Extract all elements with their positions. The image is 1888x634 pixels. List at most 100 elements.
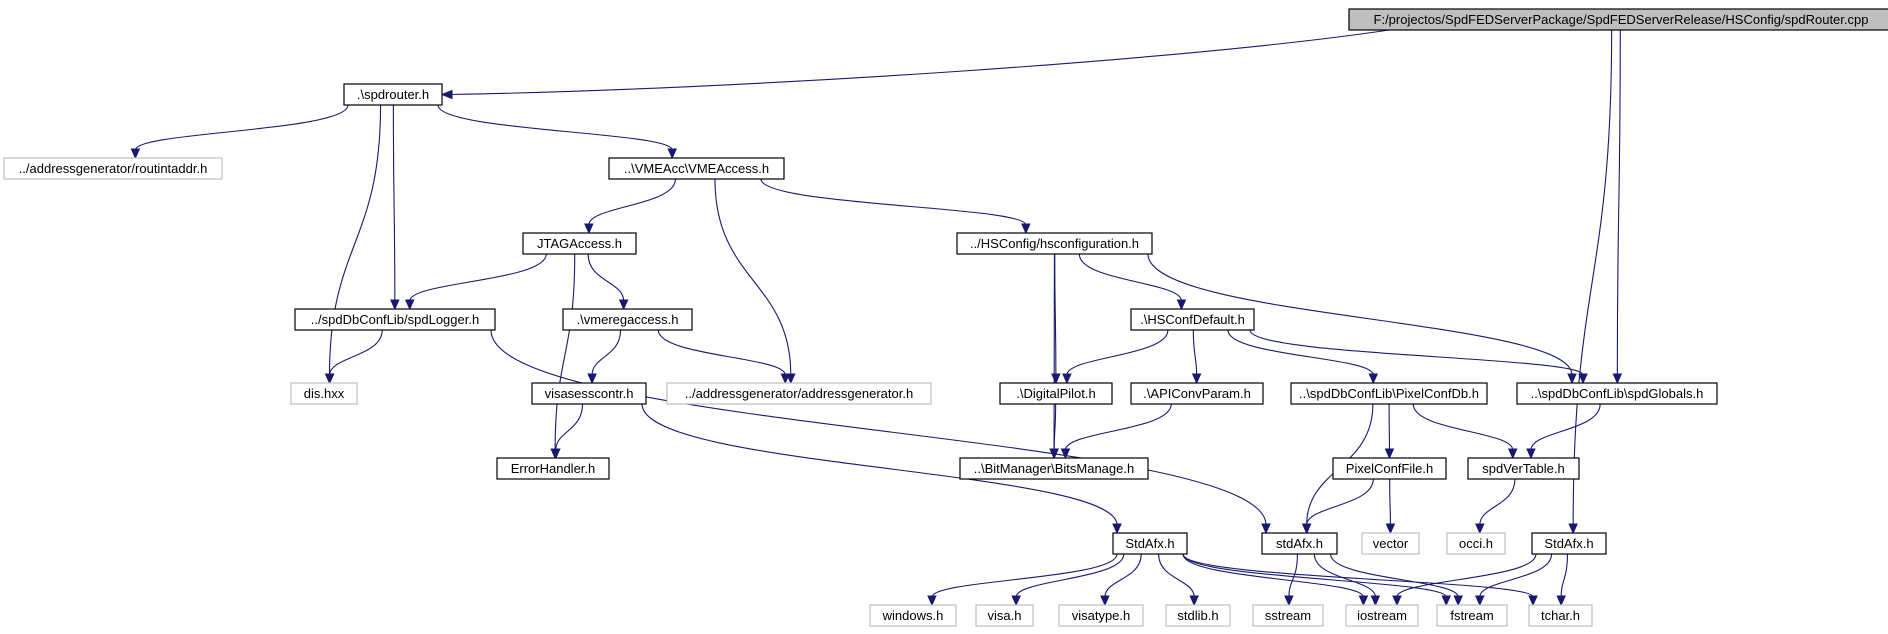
node-errorhandler[interactable]: ErrorHandler.h (496, 457, 610, 480)
node-label: stdAfx.h (1276, 536, 1323, 551)
edge-line (1572, 29, 1613, 526)
edge-arrowhead (1578, 373, 1588, 385)
edge-arrowhead (1474, 595, 1485, 607)
node-visah[interactable]: visa.h (975, 604, 1034, 627)
node-box (1261, 532, 1338, 555)
edge-arrowhead (1368, 373, 1379, 385)
node-stdafx_lower[interactable]: stdAfx.h (1261, 532, 1338, 555)
edge-arrowhead (1284, 595, 1294, 607)
node-box (522, 232, 637, 255)
edge-line (134, 104, 349, 151)
edge-spdrouter-to-routintaddr (130, 104, 349, 160)
edge-vmeregaccess-to-visasesscontr (587, 329, 622, 385)
edge-line (1182, 553, 1447, 598)
edge-arrowhead (618, 299, 629, 311)
node-routintaddr[interactable]: ../addressgenerator/routintaddr.h (3, 157, 223, 180)
node-pixelconfdb[interactable]: ..\spdDbConfLib\PixelConfDb.h (1290, 382, 1488, 405)
edge-arrowhead (1370, 595, 1381, 607)
node-box (1165, 604, 1231, 627)
edge-line (1530, 403, 1601, 451)
node-digitalpilot[interactable]: .\DigitalPilot.h (999, 382, 1113, 405)
node-label: dis.hxx (304, 386, 345, 401)
node-box (1531, 532, 1607, 555)
node-label: ../addressgenerator/routintaddr.h (19, 161, 208, 176)
node-box (343, 83, 443, 106)
node-tcharh[interactable]: tchar.h (1528, 604, 1593, 627)
edge-arrowhead (1100, 595, 1110, 607)
node-root[interactable]: F:/projectos/SpdFEDServerPackage/SpdFEDS… (1348, 8, 1888, 31)
edge-line (760, 178, 1027, 226)
edge-arrowhead (1189, 595, 1199, 607)
node-spdvertable[interactable]: spdVerTable.h (1467, 457, 1580, 480)
edge-line (1389, 478, 1391, 526)
node-spdglobals[interactable]: ..\spdDbConfLib\spdGlobals.h (1516, 382, 1718, 405)
edge-line (1192, 329, 1198, 376)
edge-spdrouter-to-spdlogger (390, 104, 400, 311)
node-spdlogger[interactable]: ../spdDbConfLib/spdLogger.h (294, 308, 496, 331)
node-vmeaccess[interactable]: ..\VMEAcc\VMEAccess.h (608, 157, 785, 180)
node-label: vector (1373, 536, 1409, 551)
edge-hsconfiguration-to-digitalpilot (1051, 253, 1061, 385)
edge-stdafx_upper-to-fstream (1182, 553, 1452, 607)
node-vector[interactable]: vector (1361, 532, 1420, 555)
edge-line (1054, 253, 1057, 376)
edge-line (1066, 329, 1169, 376)
node-label: stdlib.h (1177, 608, 1218, 623)
edge-root-to-spdrouter (440, 29, 1390, 100)
node-spdrouter[interactable]: .\spdrouter.h (343, 83, 443, 106)
node-stdlibh[interactable]: stdlib.h (1165, 604, 1231, 627)
node-occih[interactable]: occi.h (1446, 532, 1506, 555)
edge-arrowhead (1358, 595, 1369, 607)
edge-arrowhead (1301, 523, 1312, 535)
node-fstream[interactable]: fstream (1436, 604, 1508, 627)
node-pixelconffile[interactable]: PixelConfFile.h (1332, 457, 1447, 480)
edge-stdafx_upper-to-visah (1011, 553, 1125, 607)
node-vmeregaccess[interactable]: .\vmeregaccess.h (562, 308, 693, 331)
edge-arrowhead (390, 299, 400, 311)
node-box (1130, 382, 1264, 405)
edge-arrowhead (1475, 523, 1485, 535)
node-apiconvparam[interactable]: .\APIConvParam.h (1130, 382, 1264, 405)
node-bitsmanage[interactable]: ..\BitManager\BitsManage.h (959, 457, 1149, 480)
edge-line (931, 553, 1118, 598)
edge-apiconvparam-to-bitsmanage (1060, 403, 1172, 460)
edge-arrowhead (1528, 595, 1538, 607)
edge-line (490, 329, 1267, 526)
edge-hsconfiguration-to-bitsmanage (1049, 253, 1059, 460)
node-iostream[interactable]: iostream (1345, 604, 1419, 627)
edge-pixelconffile-to-vector (1385, 478, 1396, 535)
edge-line (1479, 478, 1516, 526)
node-stdafx_right[interactable]: StdAfx.h (1531, 532, 1607, 555)
node-label: StdAfx.h (1544, 536, 1593, 551)
node-label: StdAfx.h (1125, 536, 1174, 551)
edge-line (1227, 329, 1374, 376)
node-label: fstream (1450, 608, 1493, 623)
node-label: ..\VMEAcc\VMEAccess.h (624, 161, 769, 176)
node-sstream[interactable]: sstream (1252, 604, 1324, 627)
edge-line (591, 329, 622, 376)
edge-spdvertable-to-occih (1475, 478, 1516, 535)
node-box (1252, 604, 1324, 627)
edge-line (1249, 329, 1584, 376)
node-stdafx_upper[interactable]: StdAfx.h (1112, 532, 1188, 555)
node-label: spdVerTable.h (1482, 461, 1564, 476)
node-dishxx[interactable]: dis.hxx (290, 382, 358, 405)
edge-root-to-stdafx_right (1568, 29, 1613, 535)
node-windowsh[interactable]: windows.h (869, 604, 957, 627)
node-box (1290, 382, 1488, 405)
node-addressgenerator[interactable]: ../addressgenerator/addressgenerator.h (666, 382, 932, 405)
edge-arrowhead (1384, 448, 1395, 460)
node-visasesscontr[interactable]: visasesscontr.h (531, 382, 647, 405)
edge-spdlogger-to-dishxx (324, 329, 383, 385)
node-visatypeh[interactable]: visatype.h (1058, 604, 1144, 627)
edge-line (1182, 553, 1364, 598)
edge-pixelconfdb-to-pixelconffile (1384, 403, 1395, 460)
edge-hsconfdefault-to-digitalpilot (1062, 329, 1169, 385)
node-box (869, 604, 957, 627)
edge-jtagaccess-to-spdlogger (404, 253, 547, 311)
node-hsconfiguration[interactable]: ../HSConfig/hsconfiguration.h (956, 232, 1153, 255)
node-jtagaccess[interactable]: JTAGAccess.h (522, 232, 637, 255)
node-hsconfdefault[interactable]: .\HSConfDefault.h (1130, 308, 1255, 331)
edge-spdrouter-to-dishxx (324, 104, 382, 385)
